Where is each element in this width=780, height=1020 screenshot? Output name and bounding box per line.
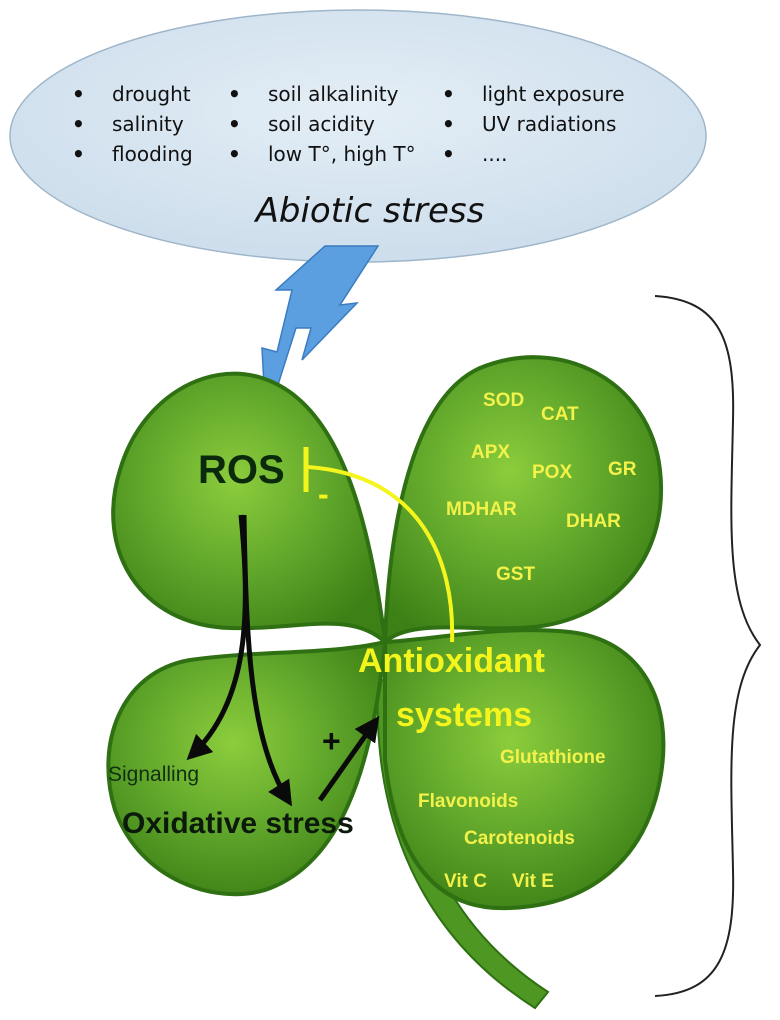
- stress-item: soil acidity: [268, 112, 375, 136]
- leaf-bottom-right: [383, 628, 666, 911]
- stress-item: drought: [112, 82, 191, 106]
- non-enzymatic-label: Flavonoids: [418, 791, 518, 812]
- leaf-top-left: [111, 371, 388, 648]
- signalling-label: Signalling: [108, 763, 199, 786]
- non-enzymatic-label: Vit E: [512, 871, 554, 892]
- stress-item: ....: [482, 142, 507, 166]
- stress-item: light exposure: [482, 82, 625, 106]
- enzyme-label: MDHAR: [446, 499, 517, 520]
- stress-item: low T°, high T°: [268, 142, 416, 166]
- non-enzymatic-label: Glutathione: [500, 747, 606, 768]
- right-brace: [654, 295, 762, 997]
- enzyme-label: POX: [532, 462, 572, 483]
- stress-bullet: •: [72, 112, 85, 136]
- stress-bullet: •: [442, 142, 455, 166]
- enzyme-label: APX: [471, 442, 510, 463]
- antioxidant-label-line1: Antioxidant: [358, 642, 545, 680]
- plus-sign: +: [322, 723, 341, 759]
- enzyme-label: GR: [608, 459, 637, 480]
- oxidative-stress-label: Oxidative stress: [122, 807, 354, 840]
- non-enzymatic-label: Carotenoids: [464, 828, 575, 849]
- enzyme-label: CAT: [541, 404, 579, 425]
- stress-bullet: •: [228, 112, 241, 136]
- stress-bullet: •: [442, 82, 455, 106]
- stress-bullet: •: [228, 82, 241, 106]
- arrow-oxidative-to-antioxidant: [317, 715, 380, 802]
- non-enzymatic-label: Vit C: [444, 871, 487, 892]
- lightning-bolt-icon: [261, 245, 380, 425]
- stress-item: salinity: [112, 112, 184, 136]
- enzyme-list: SOD CAT APX POX GR MDHAR DHAR GST: [446, 390, 637, 585]
- arrow-ros-to-oxidative-stress: [241, 514, 293, 807]
- abiotic-stress-title: Abiotic stress: [254, 191, 485, 231]
- ros-label: ROS: [198, 448, 285, 492]
- leaf-top-right: [382, 355, 664, 647]
- enzyme-label: DHAR: [566, 511, 621, 532]
- inhibition-sign: -: [318, 476, 329, 512]
- stress-item: UV radiations: [482, 112, 616, 136]
- stress-bullet: •: [228, 142, 241, 166]
- enzyme-label: GST: [496, 564, 535, 585]
- stress-item: flooding: [112, 142, 193, 166]
- stress-list: • drought • salinity • flooding • soil alkalini…: [72, 82, 625, 166]
- stress-bullet: •: [72, 82, 85, 106]
- stress-bullet: •: [72, 142, 85, 166]
- inhibition-curve: [307, 465, 455, 643]
- enzyme-label: SOD: [483, 390, 524, 411]
- stress-bullet: •: [442, 112, 455, 136]
- antioxidant-label-line2: systems: [396, 696, 532, 734]
- stress-item: soil alkalinity: [268, 82, 399, 106]
